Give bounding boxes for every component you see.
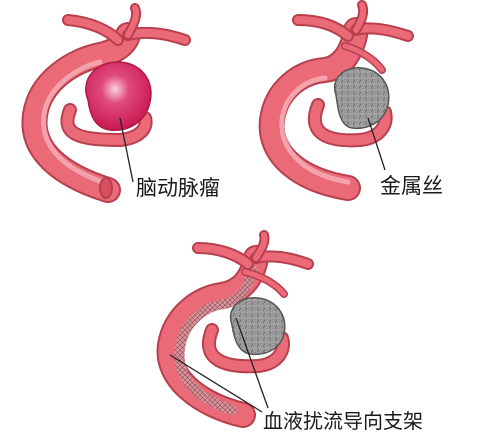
- panel-aneurysm: [34, 8, 185, 198]
- coil-mass: [335, 68, 389, 129]
- label-aneurysm: 脑动脉瘤: [136, 178, 220, 199]
- label-coil: 金属丝: [380, 176, 443, 197]
- panel-stent: [170, 235, 308, 415]
- aneurysm-sac: [86, 62, 151, 130]
- label-stent: 血液扰流导向支架: [263, 411, 423, 431]
- panel-coil: [272, 5, 408, 188]
